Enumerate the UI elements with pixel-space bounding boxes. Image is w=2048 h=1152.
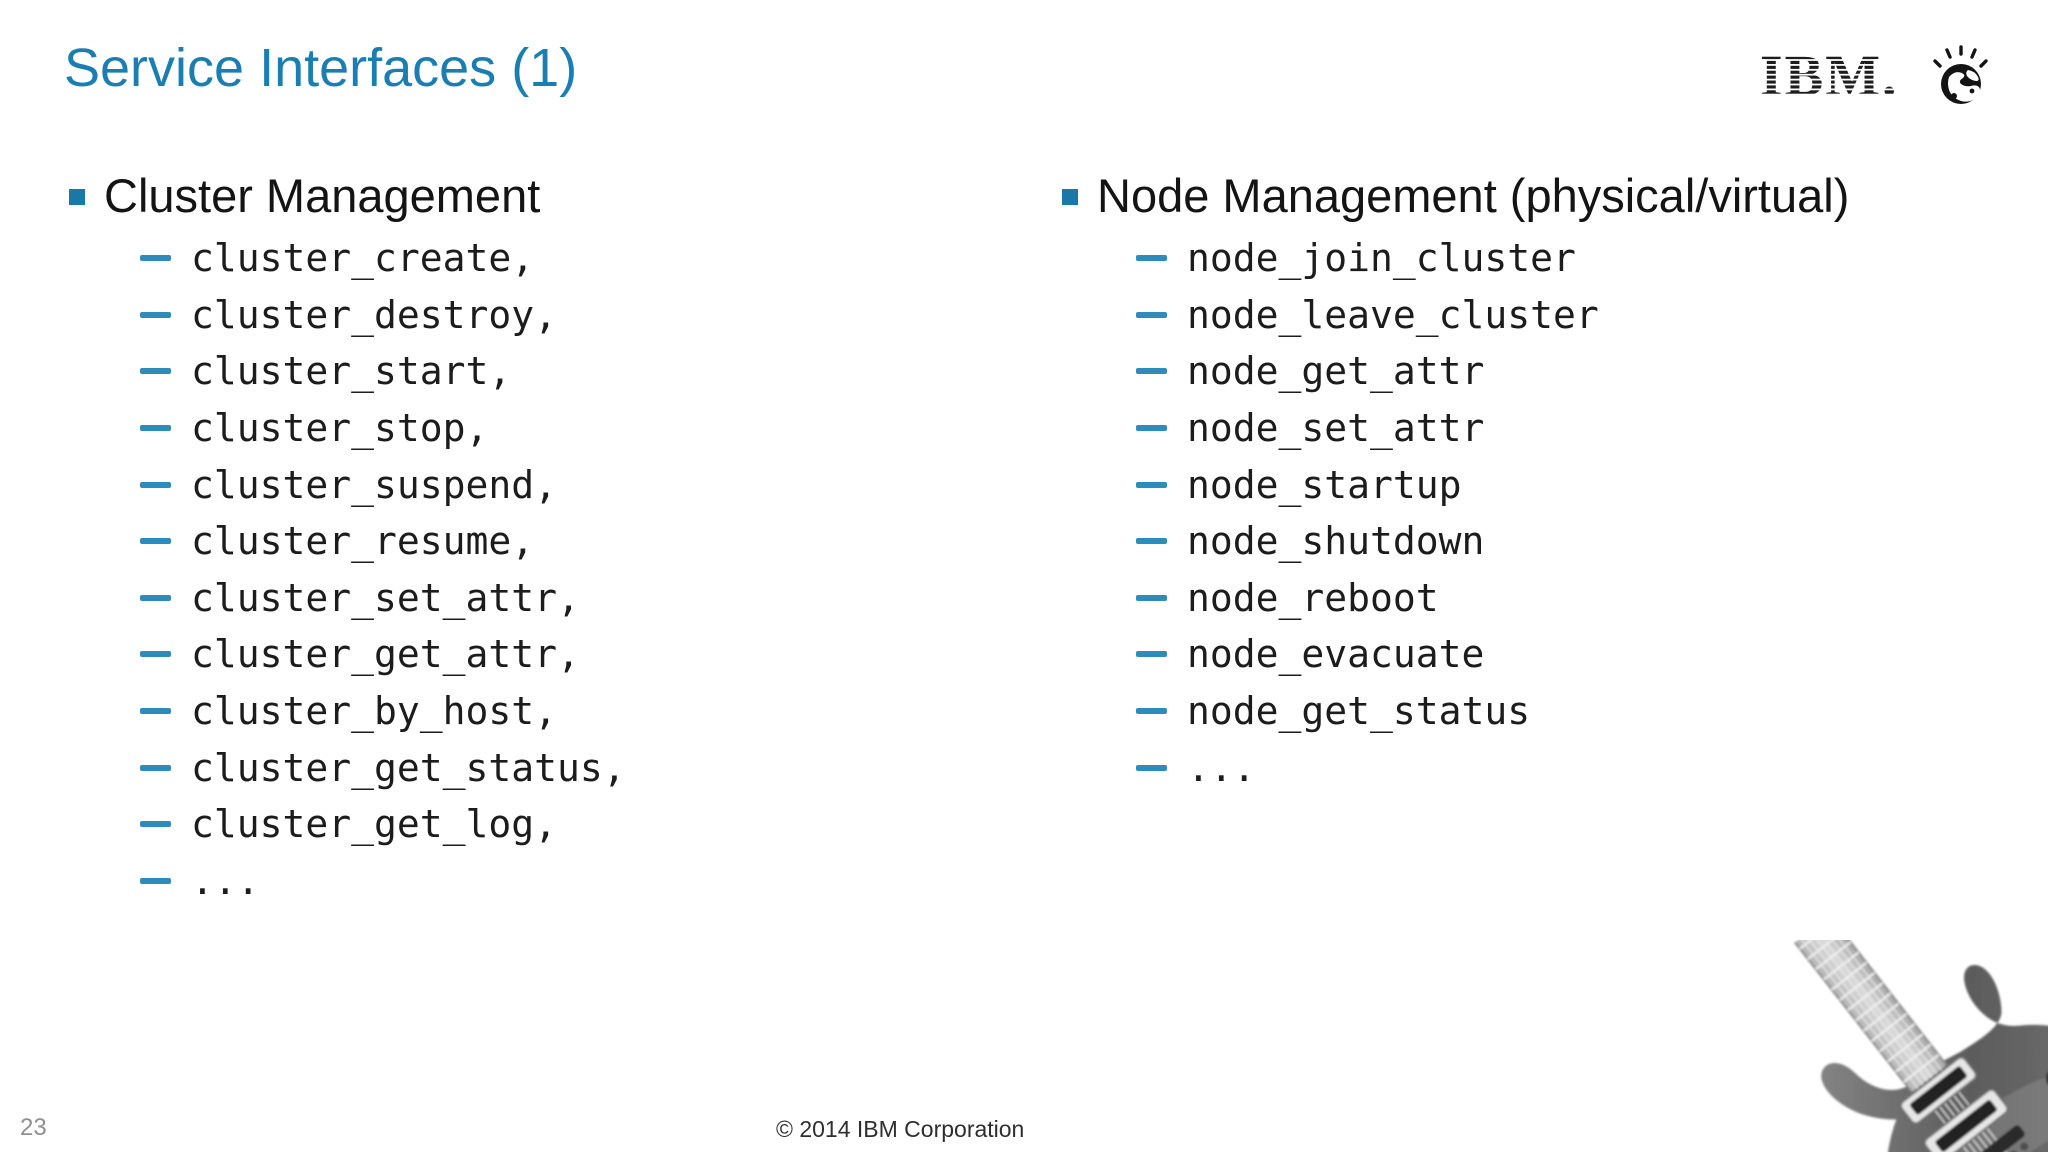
dash-bullet-icon [140,425,171,432]
dash-bullet-icon [1136,425,1167,432]
dash-bullet-icon [140,764,171,771]
list-item: cluster_get_status, [140,739,626,796]
dash-bullet-icon [140,877,171,884]
list-item: cluster_by_host, [140,683,626,740]
dash-bullet-icon [140,538,171,545]
smarter-planet-globe-icon [1933,45,1988,104]
dash-bullet-icon [140,651,171,658]
list-item: cluster_resume, [140,513,626,570]
column-cluster-management: Cluster Management cluster_create, clust… [69,166,626,909]
list-item: node_join_cluster [1136,230,1849,287]
list-item: node_get_attr [1136,343,1849,400]
cluster-service-list: cluster_create, cluster_destroy, cluster… [69,230,626,909]
dash-bullet-icon [140,821,171,828]
list-item: cluster_create, [140,230,626,287]
list-item: cluster_set_attr, [140,570,626,627]
dash-bullet-icon [140,368,171,375]
ibm-logo: IBM. [1760,44,1992,108]
list-item: cluster_get_log, [140,796,626,853]
dash-bullet-icon [1136,764,1167,771]
list-item: node_evacuate [1136,626,1849,683]
list-item: cluster_suspend, [140,456,626,513]
page-title: Service Interfaces (1) [64,38,578,98]
dash-bullet-icon [1136,651,1167,658]
column-node-management: Node Management (physical/virtual) node_… [1062,166,1849,796]
list-item: node_reboot [1136,570,1849,627]
list-item: cluster_get_attr, [140,626,626,683]
column-header-node: Node Management (physical/virtual) [1097,169,1850,222]
dash-bullet-icon [1136,311,1167,318]
dash-bullet-icon [140,255,171,262]
dash-bullet-icon [140,708,171,715]
dash-bullet-icon [1136,481,1167,488]
dash-bullet-icon [140,311,171,318]
footer-page-number: 23 [20,1114,47,1141]
list-item: ... [1136,739,1849,796]
footer-copyright: © 2014 IBM Corporation [776,1116,1025,1142]
list-item: node_startup [1136,456,1849,513]
dash-bullet-icon [1136,538,1167,545]
dash-bullet-icon [1136,255,1167,262]
ibm-wordmark-icon: IBM. [1760,56,1918,94]
guitar-image [1794,940,2048,1152]
dash-bullet-icon [140,481,171,488]
list-item: cluster_stop, [140,400,626,457]
list-item: node_shutdown [1136,513,1849,570]
dash-bullet-icon [140,594,171,601]
bullet-square-icon [69,189,85,205]
column-header-cluster: Cluster Management [104,169,541,222]
list-item: node_set_attr [1136,400,1849,457]
dash-bullet-icon [1136,368,1167,375]
list-item: cluster_start, [140,343,626,400]
node-service-list: node_join_cluster node_leave_cluster nod… [1062,230,1849,796]
list-item: cluster_destroy, [140,287,626,344]
list-item: node_leave_cluster [1136,287,1849,344]
bullet-square-icon [1062,189,1078,205]
dash-bullet-icon [1136,594,1167,601]
list-item: node_get_status [1136,683,1849,740]
dash-bullet-icon [1136,708,1167,715]
list-item: ... [140,853,626,910]
